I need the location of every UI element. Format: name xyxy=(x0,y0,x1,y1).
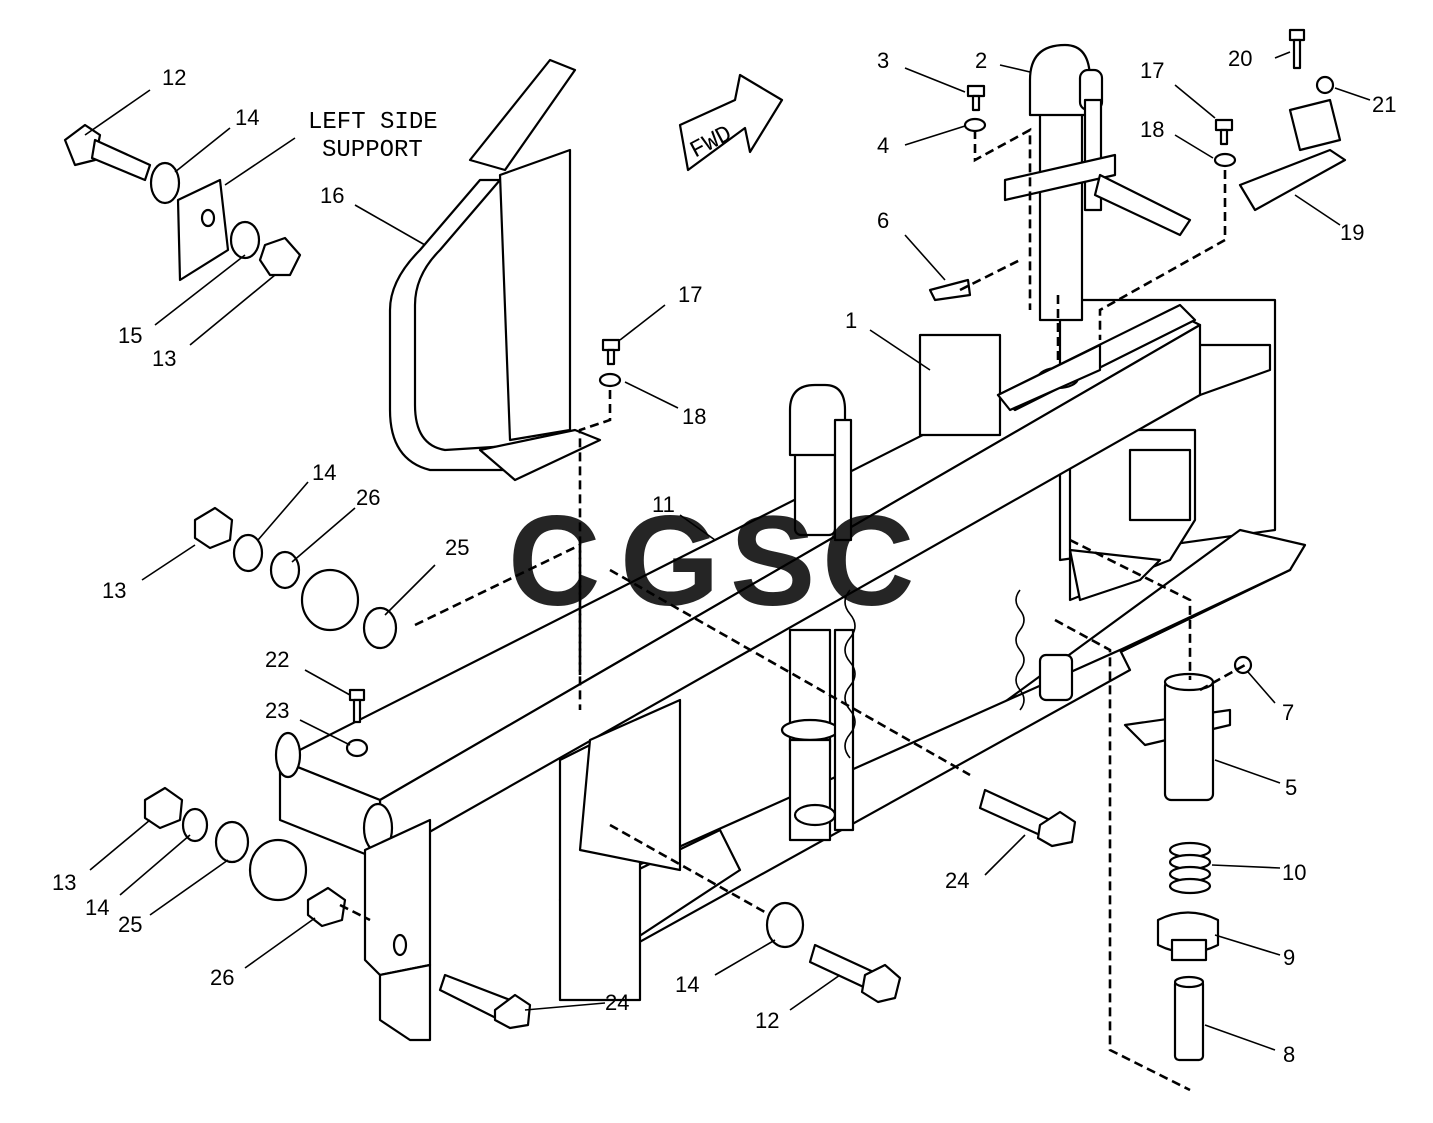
callout-label: 20 xyxy=(1228,46,1252,71)
note-left-side-support: LEFT SIDE SUPPORT xyxy=(308,109,452,164)
callout-label: 5 xyxy=(1285,775,1297,800)
callout-label: 19 xyxy=(1340,220,1364,245)
callout-label: 11 xyxy=(652,492,675,517)
callout-label: 10 xyxy=(1282,860,1306,885)
spring-assembly xyxy=(1123,672,1232,1062)
watermark-letter-s: S xyxy=(730,490,815,633)
callout-label: 12 xyxy=(755,1008,779,1033)
callout-label: 17 xyxy=(1140,58,1164,83)
callout-label: 9 xyxy=(1283,945,1295,970)
watermark-letter-g: G xyxy=(620,490,720,633)
callout-label: 8 xyxy=(1283,1042,1295,1067)
center-jack xyxy=(780,383,855,842)
callout-label: 23 xyxy=(265,698,289,723)
callout-label: 14 xyxy=(235,105,259,130)
callout-label: 26 xyxy=(356,485,380,510)
callout-label: 14 xyxy=(675,972,699,997)
callout-label: 7 xyxy=(1282,700,1294,725)
callout-label: 24 xyxy=(605,990,629,1015)
watermark-letter-c1: C xyxy=(508,490,600,633)
callout-label: 18 xyxy=(1140,117,1164,142)
callout-label: 14 xyxy=(85,895,109,920)
callout-label: 22 xyxy=(265,647,289,672)
handle-16 xyxy=(388,58,602,482)
callout-label: 14 xyxy=(312,460,336,485)
callout-label: 15 xyxy=(118,323,142,348)
callout-label: 24 xyxy=(945,868,969,893)
callout-label: 2 xyxy=(975,48,987,73)
callout-labels: 12 14 16 15 13 17 18 14 26 13 25 11 22 2… xyxy=(52,46,1396,1067)
callout-label: 13 xyxy=(52,870,76,895)
left-side-support-bracket xyxy=(176,178,230,282)
callout-label: 25 xyxy=(445,535,469,560)
callout-label: 26 xyxy=(210,965,234,990)
rear-post xyxy=(1068,428,1197,602)
callout-label: 13 xyxy=(152,346,176,371)
chain xyxy=(844,589,1074,759)
callout-label: 13 xyxy=(102,578,126,603)
callout-label: 3 xyxy=(877,48,889,73)
right-jack xyxy=(996,43,1192,412)
leader-lines xyxy=(84,51,1371,1051)
callout-label: 25 xyxy=(118,912,142,937)
callout-label: 18 xyxy=(682,404,706,429)
callout-label: 6 xyxy=(877,208,889,233)
callout-label: 1 xyxy=(845,308,857,333)
fwd-direction-arrow: FWD xyxy=(678,73,784,172)
callout-label: 4 xyxy=(877,133,889,158)
callout-label: 12 xyxy=(162,65,186,90)
callout-label: 21 xyxy=(1372,92,1396,117)
callout-label: 16 xyxy=(320,183,344,208)
watermark: C G S C xyxy=(508,490,914,633)
left-upright xyxy=(363,698,682,1042)
watermark-letter-c2: C xyxy=(822,490,914,633)
callout-label: 17 xyxy=(678,282,702,307)
assembly-lines xyxy=(339,127,1246,1092)
